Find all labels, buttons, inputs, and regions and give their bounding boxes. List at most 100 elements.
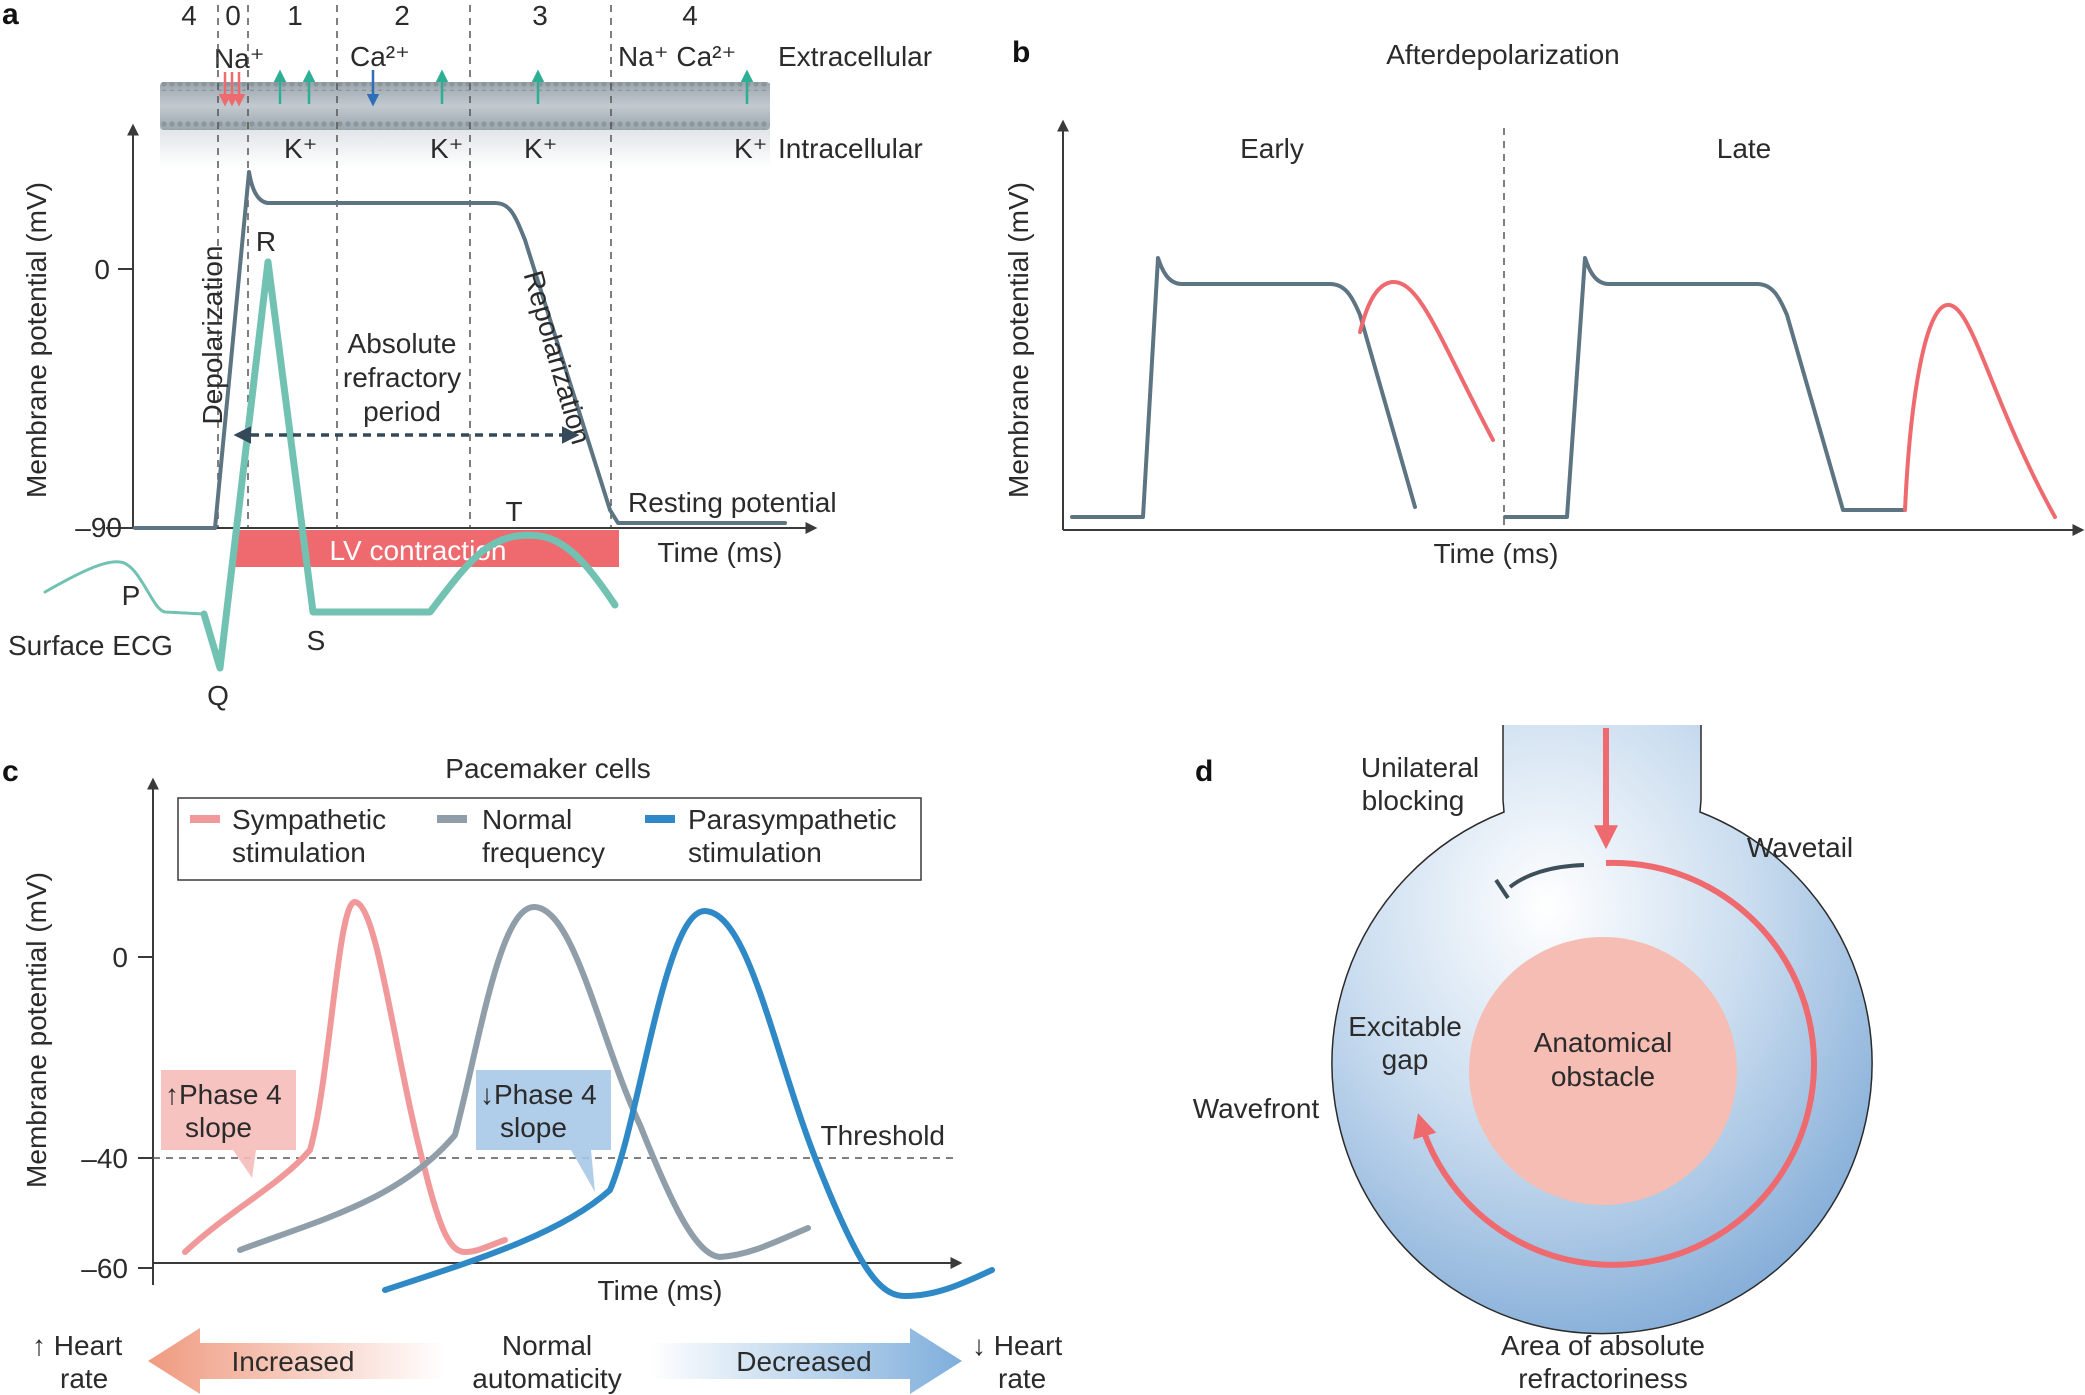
heart-rate-up-label-line1: ↑ Heart [32,1330,122,1361]
blocked-retrograde-path [1508,863,1585,889]
decreased-slope-callout [476,1070,611,1192]
potassium-ion-label: K⁺ [430,133,463,164]
increased-slope-callout [161,1070,296,1178]
panel-b-x-axis-title: Time (ms) [1434,538,1559,569]
legend-parasympathetic-line2: stimulation [688,837,822,868]
repolarization-label: Repolarization [518,267,597,448]
panel-a-label: a [2,0,19,31]
block-bar [1494,878,1510,900]
sympathetic-stimulation-curve [182,899,508,1255]
surface-ecg-label: Surface ECG [8,630,173,661]
legend-normal-line2: frequency [482,837,605,868]
sodium-calcium-ion-label: Na⁺ Ca²⁺ [618,41,736,72]
panel-c-y-axis-title: Membrane potential (mV) [21,872,52,1188]
wavetail-label: Wavetail [1747,832,1853,863]
sodium-ion-label: Na⁺ [214,43,265,74]
lv-contraction-bar [235,530,619,567]
excitable-gap-label-line2: gap [1382,1044,1429,1075]
early-action-potential [1070,256,1417,519]
phase-label: 1 [287,0,303,31]
increased-arrow [148,1328,445,1394]
legend-sympathetic-line1: Sympathetic [232,804,386,835]
unilateral-blocking-label-line1: Unilateral [1361,752,1479,783]
panel-a: a 4 0 1 2 3 4 Na⁺ Ca²⁺ Na⁺ Ca²⁺ Extracel… [2,0,932,711]
membrane-inner-heads [160,121,770,130]
ecg-q-label: Q [207,680,229,711]
panel-b-label: b [1012,36,1030,69]
decreased-label: Decreased [736,1346,871,1377]
y-tick-label-minus60: –60 [81,1253,128,1284]
ecg-r-label: R [256,226,276,257]
potassium-ion-label: K⁺ [524,133,557,164]
increased-slope-label-line1: ↑Phase 4 [165,1079,282,1110]
legend-normal-line1: Normal [482,804,572,835]
late-action-potential [1503,256,1907,519]
depolarization-label: Depolarization [197,246,228,425]
panel-d-label: d [1195,755,1213,788]
normal-automaticity-line1: Normal [502,1330,592,1361]
heart-rate-up-label-line2: rate [60,1363,108,1394]
early-label: Early [1240,133,1304,164]
anatomical-obstacle [1469,937,1737,1205]
cell-membrane [160,82,770,130]
y-tick-label-minus40: –40 [81,1143,128,1174]
refractory-label-line2: refractory [343,362,461,393]
panel-c-label: c [2,755,19,788]
y-tick-label-0: 0 [112,942,128,973]
phase-label: 4 [181,0,197,31]
panel-b-title: Afterdepolarization [1386,39,1619,70]
panel-c: c Pacemaker cells Sympathetic stimulatio… [2,753,1062,1394]
extracellular-label: Extracellular [778,41,932,72]
reentrant-wave-path [1413,859,1817,1268]
cardiac-action-potential [133,170,787,530]
resting-potential-label: Resting potential [628,487,837,518]
ecg-t-label: T [505,496,522,527]
decreased-slope-label-line1: ↓Phase 4 [480,1079,597,1110]
unilateral-blocking-label-line2: blocking [1362,785,1465,816]
lv-contraction-label: LV contraction [330,535,507,566]
phase-label: 4 [682,0,698,31]
late-afterdepolarization [1903,303,2057,519]
decreased-slope-label-line2: slope [500,1112,567,1143]
threshold-label: Threshold [820,1120,945,1151]
increased-label: Increased [232,1346,355,1377]
panel-b: b Afterdepolarization Early Late Membran… [1003,36,2085,569]
ecg-p-label: P [122,580,141,611]
wavefront-label: Wavefront [1193,1093,1320,1124]
late-label: Late [1717,133,1772,164]
normal-automaticity-line2: automaticity [472,1363,621,1394]
panel-c-title: Pacemaker cells [445,753,650,784]
phase-label: 3 [532,0,548,31]
normal-frequency-curve [237,903,811,1260]
parasympathetic-stimulation-curve [382,907,995,1299]
phase-label: 0 [225,0,241,31]
ecg-p-wave [43,560,206,616]
ecg-s-label: S [307,625,326,656]
refractoriness-label-line2: refractoriness [1518,1363,1688,1394]
ecg-qrst-complex [200,258,619,672]
panel-c-x-axis-title: Time (ms) [598,1275,723,1306]
y-tick-label-minus90: –90 [75,512,122,543]
potassium-ion-label: K⁺ [734,133,767,164]
y-tick-label-0: 0 [94,254,110,285]
panel-a-y-axis-title: Membrane potential (mV) [21,182,52,498]
refractoriness-label-line1: Area of absolute [1501,1330,1705,1361]
panel-a-x-axis-title: Time (ms) [658,537,783,568]
heart-rate-down-label-line2: rate [998,1363,1046,1394]
panel-b-y-axis-title: Membrane potential (mV) [1003,182,1034,498]
refractory-label-line1: Absolute [348,328,457,359]
panel-c-legend [177,797,922,881]
panel-d: d Anatomical obstacle Unilateral blockin… [1193,725,1873,1394]
anatomical-obstacle-label-line2: obstacle [1551,1061,1655,1092]
intracellular-shading [160,128,770,168]
heart-rate-down-label-line1: ↓ Heart [972,1330,1062,1361]
phase-label: 2 [394,0,410,31]
potassium-ion-label: K⁺ [284,133,317,164]
early-afterdepolarization [1358,279,1495,442]
calcium-ion-label: Ca²⁺ [350,41,410,72]
decreased-arrow [650,1328,962,1394]
anatomical-obstacle-label-line1: Anatomical [1534,1027,1673,1058]
intracellular-label: Intracellular [778,133,923,164]
legend-parasympathetic-line1: Parasympathetic [688,804,897,835]
